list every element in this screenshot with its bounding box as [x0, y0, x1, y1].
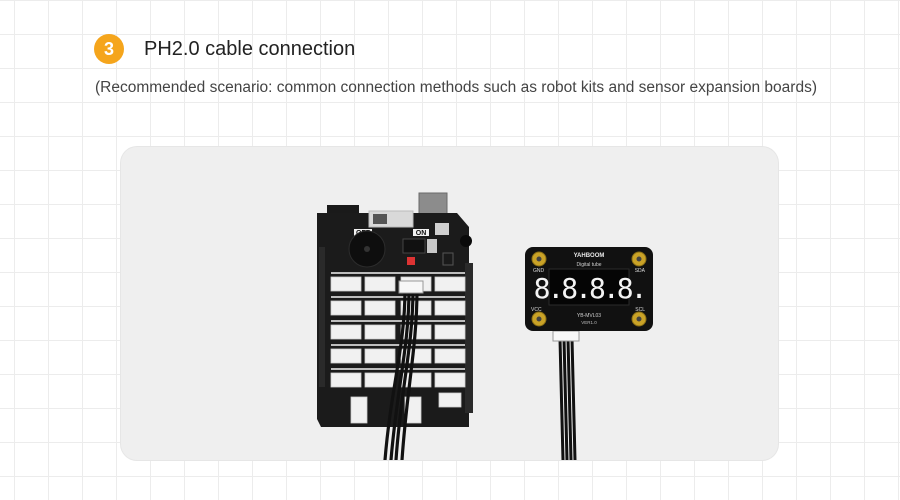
module-version-label: VER1.0: [581, 320, 597, 325]
digital-tube-module: YAHBOOM Digital tube GND SDA VCC SCL 8.8…: [525, 247, 653, 331]
section-subtitle: (Recommended scenario: common connection…: [95, 79, 817, 96]
pin-sda-label: SDA: [635, 268, 646, 274]
module-model-label: YB-MVL03: [577, 313, 601, 319]
ph2-connector-grid: [330, 276, 466, 424]
pin-vcc-label: VCC: [531, 307, 542, 313]
module-brand-label: YAHBOOM: [574, 253, 605, 259]
switch-on-label: ON: [416, 230, 427, 237]
product-photo: OFF ON: [121, 147, 778, 460]
pin-gnd-label: GND: [533, 268, 545, 274]
step-header: 3 PH2.0 cable connection: [94, 33, 355, 65]
pin-scl-label: SCL: [635, 307, 645, 313]
step-number-badge: 3: [94, 34, 124, 64]
module-subtitle-label: Digital tube: [576, 262, 601, 268]
module-display-digits: 8.8.8.8.: [534, 272, 645, 305]
ph2-cable: [383, 287, 577, 460]
section-title: PH2.0 cable connection: [144, 37, 356, 60]
expansion-board: OFF ON: [317, 192, 473, 427]
